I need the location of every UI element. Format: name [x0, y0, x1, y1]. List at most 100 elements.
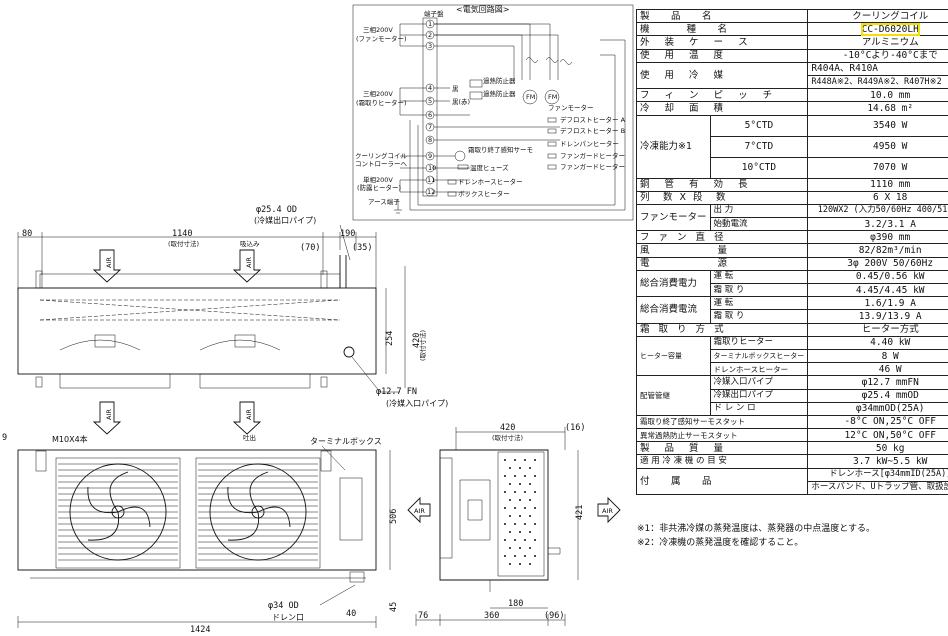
terminal-8: 8: [428, 136, 432, 144]
air-arrow-out-2: AIR: [232, 401, 262, 435]
air-arrow-in-2: AIR: [232, 249, 262, 283]
terminal-6: 6: [428, 111, 432, 119]
drain-label: ドレン口: [272, 613, 304, 622]
circuit-title: <電気回路図>: [456, 4, 509, 14]
terminal-5: 5: [428, 97, 432, 105]
thermal-fuse: 温度ヒューズ: [470, 163, 509, 172]
fan-motor-symbols: FM FM ファンモーター: [522, 57, 594, 112]
overheat-protector-1: 過熱防止器: [483, 76, 516, 85]
dim-96: (96): [544, 611, 564, 621]
terminal-box-label: ターミナルボックス: [310, 437, 382, 446]
dim-421: 421: [575, 505, 585, 520]
svg-text:AIR: AIR: [602, 507, 613, 515]
footnotes: ※1：非共沸冷媒の蒸発温度は、蒸発器の中点温度とする。 ※2：冷凍機の蒸発温度を…: [637, 522, 875, 550]
group-fan-line2: (ファンモーター): [356, 34, 407, 43]
dim-40: 40: [346, 609, 356, 619]
fan-guard-heater-1: ファンガードヒーター: [560, 151, 625, 160]
drain-pipe-dia: φ34 OD: [268, 601, 299, 611]
defrost-heater-b: デフロストヒーター B: [560, 126, 625, 135]
spec-row-acc1: 付 属 品ドレンホース[φ34mmID(25A)]: [635, 467, 948, 496]
model-name-highlight: CC-D6020LH: [860, 22, 920, 36]
dim-45: 45: [389, 602, 399, 612]
side-view: 420 (取付寸法) (16) 421 180 76: [407, 423, 621, 626]
wire-black-red: 黒(赤): [452, 98, 470, 106]
group-dew-line2: (防露ヒーター): [357, 183, 401, 192]
dim-190: 190: [340, 229, 355, 239]
suction-label: 吸込み: [240, 239, 260, 248]
terminal-3: 3: [428, 42, 432, 50]
air-arrow-side-out: AIR: [407, 496, 431, 524]
top-pipe-note: (冷媒出口パイプ): [254, 215, 316, 225]
spec-row-acc2: ホースバンド、Uトラップ管、取扱説明書: [637, 480, 948, 496]
drain-pan-heater: ドレンパンヒーター: [560, 139, 619, 148]
dim-80: 80: [22, 229, 32, 239]
drain-hose-heater: ドレンホースヒーター: [458, 177, 523, 186]
defrost-heater-a: デフロストヒーター A: [560, 115, 626, 124]
defrost-end-thermo: 霜取り終了感知サーモ: [468, 145, 533, 154]
dim-420-note: (取付寸法): [418, 330, 427, 361]
svg-text:AIR: AIR: [245, 257, 253, 268]
dim-76: 76: [418, 611, 428, 621]
top-view: φ25.4 OD (冷媒出口パイプ) 80 1140 (取付寸法) 190 (7…: [17, 205, 448, 435]
fan-motor-label: ファンモーター: [548, 103, 594, 112]
terminal-9: 9: [428, 152, 432, 160]
terminal-block-label: 端子盤: [424, 9, 444, 18]
air-arrow-in-1: AIR: [92, 249, 122, 283]
side-dim-420: 420: [500, 423, 515, 433]
terminal-2: 2: [428, 31, 432, 39]
inlet-pipe-note: (冷媒入口パイプ): [386, 398, 448, 408]
svg-text:AIR: AIR: [414, 507, 425, 515]
air-arrow-out-1: AIR: [92, 401, 122, 435]
svg-text:FM: FM: [526, 93, 535, 101]
outlet-label: 吐出: [243, 433, 256, 442]
spec-row-case: 外 装 ケ ー スアルミニウム: [635, 35, 948, 50]
footnote-2: ※2：冷凍機の蒸発温度を確認すること。: [637, 538, 804, 548]
dim-420: 420: [412, 333, 422, 348]
inlet-pipe-dia: φ12.7 FN: [376, 387, 417, 397]
air-arrow-side-in: AIR: [597, 496, 621, 524]
terminal-4: 4: [428, 84, 432, 92]
technical-drawing: <電気回路図> 端子盤 1 2 3 4 5 6 7 8 9 10 11 12 三…: [2, 4, 634, 635]
terminal-12: 12: [427, 188, 435, 196]
dim-9: 9: [2, 433, 7, 443]
group-fan-line1: 三相200V: [363, 25, 393, 34]
top-pipe-dia: φ25.4 OD: [256, 205, 297, 215]
circuit-diagram: <電気回路図> 端子盤 1 2 3 4 5 6 7 8 9 10 11 12 三…: [352, 4, 634, 221]
wire-black: 黒: [452, 85, 459, 93]
dim-16: (16): [565, 423, 585, 433]
svg-text:AIR: AIR: [245, 409, 253, 420]
terminal-7: 7: [428, 123, 432, 131]
group-dew-line1: 単相200V: [363, 175, 393, 184]
group-ctrl-line2: コントローラーへ: [355, 160, 408, 168]
spec-row-thermo1: 霜取り終了感知サーモスタット-8°C ON,25°C OFF: [635, 414, 948, 430]
group-defrost-line2: (霜取りヒーター): [356, 98, 407, 107]
dim-506: 506: [389, 509, 399, 524]
footnote-1: ※1：非共沸冷媒の蒸発温度は、蒸発器の中点温度とする。: [637, 524, 875, 534]
svg-text:AIR: AIR: [105, 409, 113, 420]
dim-1424: 1424: [190, 625, 210, 635]
terminal-1: 1: [428, 20, 432, 28]
dim-180: 180: [508, 599, 523, 609]
spec-row-refrigerant2: R448A※2、R449A※2、R407H※2: [637, 74, 948, 90]
group-ctrl-line1: クーリングコイル: [355, 151, 408, 160]
dim-1140-note: (取付寸法): [168, 239, 199, 248]
earth-terminal-label: アース端子: [368, 197, 400, 206]
overheat-protector-2: 過熱防止器: [483, 89, 516, 98]
